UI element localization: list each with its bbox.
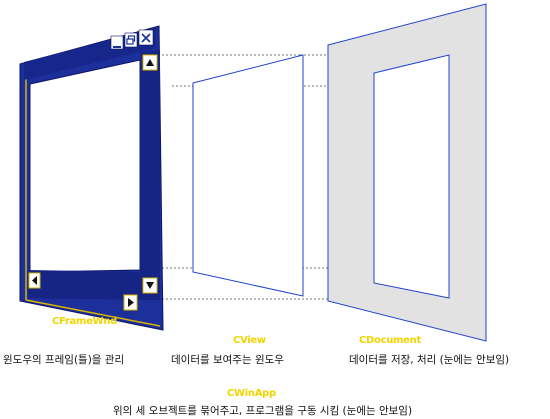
scroll-down-button[interactable] <box>142 277 158 294</box>
scroll-right-button[interactable] <box>123 294 138 311</box>
scroll-up-arrow-icon <box>146 59 154 66</box>
restore-icon <box>126 35 136 45</box>
frame-window <box>19 25 164 331</box>
close-button[interactable] <box>138 29 154 46</box>
scroll-right-arrow-icon <box>128 298 134 307</box>
minimize-button[interactable] <box>110 35 124 50</box>
view-panel-outline <box>192 54 304 297</box>
frame-description-label: 윈도우의 프레임(틀)을 관리 <box>3 354 125 366</box>
scroll-left-arrow-icon <box>32 276 37 285</box>
horizontal-scrollbar[interactable] <box>28 270 140 311</box>
restore-button[interactable] <box>124 32 138 48</box>
vertical-scrollbar[interactable] <box>140 50 160 300</box>
app-name-label: CWinApp <box>227 388 276 399</box>
view-description-label: 데이터를 보여주는 윈도우 <box>171 354 284 366</box>
view-name-label: CView <box>233 335 266 346</box>
document-name-label: CDocument <box>359 335 421 346</box>
document-description-label: 데이터를 저장, 처리 (눈에는 안보임) <box>349 354 510 366</box>
frame-name-label: CFrameWnd <box>52 316 118 327</box>
frame-client-area <box>29 59 141 273</box>
scroll-down-arrow-icon <box>146 282 154 289</box>
frame-gold-bottom <box>25 299 161 327</box>
scroll-left-button[interactable] <box>28 272 41 289</box>
app-description-label: 위의 세 오브젝트를 묶어주고, 프로그램을 구동 시킴 (눈에는 안보임) <box>113 405 413 417</box>
close-icon <box>141 33 151 43</box>
view-panel <box>192 54 304 297</box>
scroll-up-button[interactable] <box>142 54 158 71</box>
document-panel <box>327 3 487 342</box>
document-panel-inner <box>373 54 450 299</box>
